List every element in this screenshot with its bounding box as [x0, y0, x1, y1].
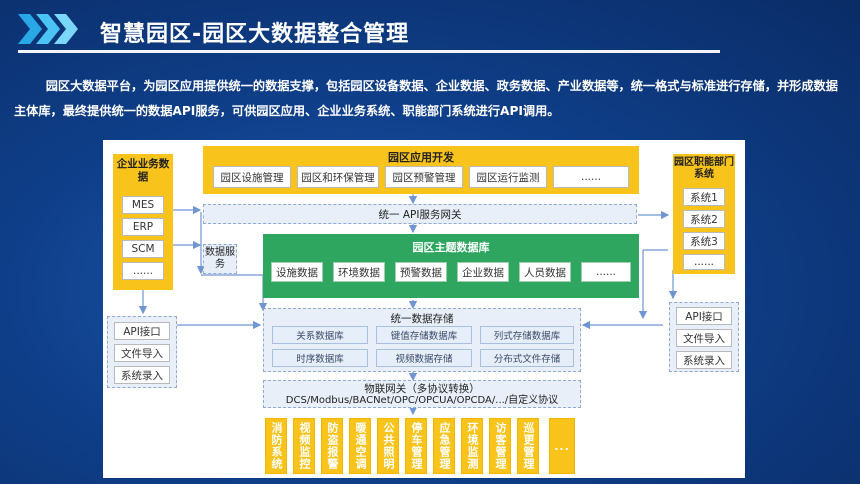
subsystem-item: 视频监控 — [293, 418, 315, 474]
left-ingest-item: 系统录入 — [114, 366, 170, 384]
subsystem-item: ... — [549, 418, 575, 474]
unified-storage-title: 统一数据存储 — [390, 313, 454, 325]
theme-data-item: 环境数据 — [333, 262, 385, 282]
iot-gateway: 物联网关（多协议转换） DCS/Modbus/BACNet/OPC/OPCUA/… — [263, 380, 581, 408]
app-item: ...... — [553, 166, 629, 188]
chevron-right-icon — [18, 14, 42, 44]
app-development-title: 园区应用开发 — [388, 151, 454, 164]
enterprise-data-title: 企业业务数据 — [116, 158, 170, 183]
subsystem-item: 应急管理 — [433, 418, 455, 474]
intro-paragraph: 园区大数据平台，为园区应用提供统一的数据支撑，包括园区设备数据、企业数据、政务数… — [14, 79, 838, 118]
enterprise-item: MES — [122, 196, 164, 214]
department-systems-group: 园区职能部门系统 系统1 系统2 系统3 ...... — [673, 154, 735, 274]
data-service: 数据服务 — [203, 244, 237, 274]
right-ingest-group: API接口 文件导入 系统录入 — [669, 302, 739, 372]
app-item: 园区和环保管理 — [297, 166, 379, 188]
theme-data-item: 设施数据 — [271, 262, 323, 282]
storage-item: 关系数据库 — [272, 326, 368, 344]
app-item: 园区设施管理 — [213, 166, 291, 188]
theme-data-item: ...... — [581, 262, 631, 282]
enterprise-item: ERP — [122, 218, 164, 236]
department-system-item: 系统2 — [683, 210, 725, 228]
left-ingest-item: API接口 — [114, 322, 170, 340]
left-ingest-group: API接口 文件导入 系统录入 — [107, 316, 177, 388]
left-ingest-item: 文件导入 — [114, 344, 170, 362]
app-item: 园区预警管理 — [385, 166, 463, 188]
api-gateway: 统一 API服务网关 — [203, 204, 637, 224]
enterprise-data-group: 企业业务数据 MES ERP SCM ...... — [113, 154, 173, 290]
theme-data-item: 人员数据 — [519, 262, 571, 282]
subsystem-item: 防盗报警 — [321, 418, 343, 474]
subsystem-item: 巡更管理 — [517, 418, 539, 474]
theme-data-item: 预警数据 — [395, 262, 447, 282]
theme-database-title: 园区主题数据库 — [412, 241, 490, 254]
storage-item: 时序数据库 — [272, 349, 368, 367]
theme-database-group: 园区主题数据库 设施数据 环境数据 预警数据 企业数据 人员数据 ...... — [263, 234, 639, 298]
app-item: 园区运行监测 — [469, 166, 547, 188]
header: 智慧园区-园区大数据整合管理 — [0, 0, 860, 58]
department-systems-title: 园区职能部门系统 — [674, 157, 734, 180]
chevron-right-icon — [54, 14, 78, 44]
architecture-diagram: 企业业务数据 MES ERP SCM ...... 园区应用开发 园区设施管理 … — [103, 140, 745, 478]
storage-item: 列式存储数据库 — [480, 326, 574, 344]
subsystem-item: 环境监测 — [461, 418, 483, 474]
title-underline — [18, 50, 720, 53]
storage-item: 视频数据存储 — [376, 349, 472, 367]
subsystem-item: 暖通空调 — [349, 418, 371, 474]
iot-gateway-title: 物联网关（多协议转换） — [364, 383, 480, 395]
department-system-item: 系统1 — [683, 188, 725, 206]
chevron-right-icon — [36, 14, 60, 44]
right-ingest-item: API接口 — [676, 307, 732, 325]
enterprise-item: ...... — [122, 262, 164, 280]
page-title: 智慧园区-园区大数据整合管理 — [100, 22, 410, 47]
enterprise-item: SCM — [122, 240, 164, 258]
storage-item: 分布式文件存储 — [480, 349, 574, 367]
subsystem-item: 消防系统 — [265, 418, 287, 474]
right-ingest-item: 文件导入 — [676, 329, 732, 347]
department-system-item: ...... — [683, 254, 725, 270]
subsystem-item: 访客管理 — [489, 418, 511, 474]
subsystem-item: 停车管理 — [405, 418, 427, 474]
right-ingest-item: 系统录入 — [676, 351, 732, 369]
unified-storage-group: 统一数据存储 关系数据库 键值存储数据库 列式存储数据库 时序数据库 视频数据存… — [263, 308, 581, 372]
storage-item: 键值存储数据库 — [376, 326, 472, 344]
theme-data-item: 企业数据 — [457, 262, 509, 282]
subsystem-item: 公共照明 — [377, 418, 399, 474]
app-development-group: 园区应用开发 园区设施管理 园区和环保管理 园区预警管理 园区运行监测 ....… — [203, 146, 639, 194]
department-system-item: 系统3 — [683, 232, 725, 250]
iot-protocols: DCS/Modbus/BACNet/OPC/OPCUA/OPCDA/.../自定… — [285, 395, 559, 406]
